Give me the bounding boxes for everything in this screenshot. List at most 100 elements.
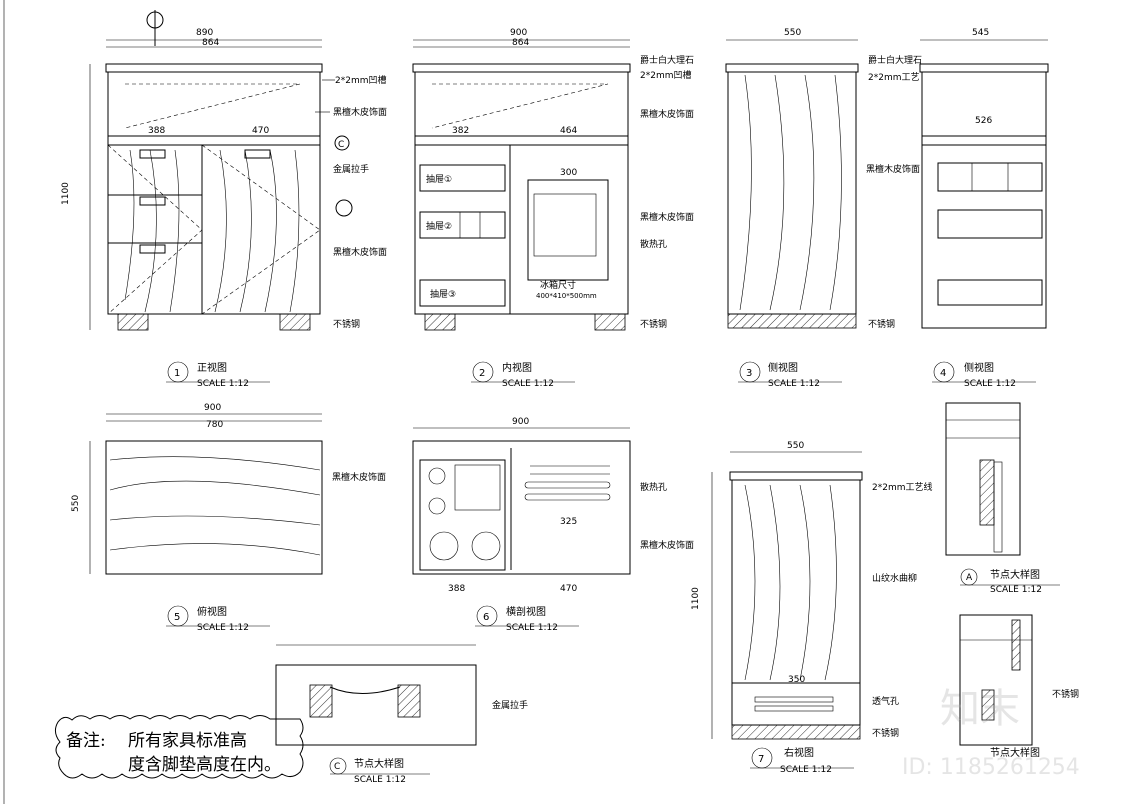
dim-545: 545 xyxy=(972,28,989,38)
detail-a-num: A xyxy=(966,573,973,583)
dim-780: 780 xyxy=(206,420,223,430)
detail-a-scale: SCALE 1:12 xyxy=(990,585,1042,595)
view-2-title: 内视图 xyxy=(502,361,532,374)
detail-b: 不锈钢 节点大样图 xyxy=(959,614,1079,759)
note-line-2: 度含脚垫高度在内。 xyxy=(128,755,281,775)
label-veneer-5: 黑檀木皮饰面 xyxy=(866,163,920,175)
view-6-scale: SCALE 1:12 xyxy=(506,623,558,633)
view-5-num: 5 xyxy=(174,612,180,623)
watermark-id: ID: 1185261254 xyxy=(902,755,1080,780)
detail-c: 金属拉手 C 节点大样图 SCALE 1:12 xyxy=(275,644,528,785)
view-3-title: 侧视图 xyxy=(768,361,798,374)
label-craft-line: 2*2mm工艺线 xyxy=(872,481,933,493)
view-side-4: 545 526 4 侧视图 SCALE 1:12 xyxy=(919,28,1049,389)
view-1-scale: SCALE 1:12 xyxy=(197,379,249,389)
label-air-hole: 透气孔 xyxy=(872,695,899,707)
drawer-1: 抽屉① xyxy=(426,173,452,185)
dim-550-top: 550 xyxy=(71,495,81,512)
note-box: 备注: 所有家具标准高 度含脚垫高度在内。 xyxy=(54,715,304,779)
view-7-title: 右视图 xyxy=(784,746,814,759)
label-veneer-2: 黑檀木皮饰面 xyxy=(333,246,387,258)
dim-464: 464 xyxy=(560,126,577,136)
detail-c-scale: SCALE 1:12 xyxy=(354,775,406,785)
view-interior: 900 864 抽屉① 抽屉② 抽屉③ 382 464 300 冰箱尺寸 400… xyxy=(412,28,694,389)
label-veneer-4: 黑檀木皮饰面 xyxy=(640,211,694,223)
label-veneer-3: 黑檀木皮饰面 xyxy=(640,108,694,120)
fridge-label: 冰箱尺寸 xyxy=(540,279,576,291)
label-craft-short: 2*2mm工艺 xyxy=(868,72,920,83)
label-stainless-5: 不锈钢 xyxy=(1052,688,1079,700)
dim-550-right: 550 xyxy=(787,441,804,451)
note-label: 备注: xyxy=(66,731,106,751)
dim-900-cs: 900 xyxy=(512,417,529,427)
detail-c-num: C xyxy=(334,762,340,772)
view-cross-section: 900 325 388 470 散热孔 黑檀木皮饰面 6 横剖视图 SCALE … xyxy=(412,417,694,633)
label-marble-1: 爵士白大理石 xyxy=(640,54,694,66)
view-6-num: 6 xyxy=(483,612,489,623)
label-stainless-1: 不锈钢 xyxy=(333,318,360,330)
label-veneer-1: 黑檀木皮饰面 xyxy=(333,106,387,118)
view-top: 900 780 550 黑檀木皮饰面 5 俯视图 SCALE 1:12 xyxy=(71,403,386,633)
drawer-2: 抽屉② xyxy=(426,220,452,232)
view-5-title: 俯视图 xyxy=(197,605,227,618)
dim-1100: 1100 xyxy=(61,182,71,205)
dim-fridge-300: 300 xyxy=(560,168,577,178)
dim-350: 350 xyxy=(788,675,805,685)
view-2-scale: SCALE 1:12 xyxy=(502,379,554,389)
label-stainless-4: 不锈钢 xyxy=(872,727,899,739)
dim-864b: 864 xyxy=(512,38,529,48)
dim-526: 526 xyxy=(975,116,992,126)
label-curve-wood: 山纹水曲柳 xyxy=(872,572,917,584)
label-vent-2: 散热孔 xyxy=(640,481,667,493)
dim-470: 470 xyxy=(252,126,269,136)
view-6-title: 横剖视图 xyxy=(506,605,546,618)
note-line-1: 所有家具标准高 xyxy=(128,731,247,751)
detail-a: A 节点大样图 SCALE 1:12 xyxy=(945,402,1060,595)
dim-1100-right: 1100 xyxy=(691,587,701,610)
detail-b-title: 节点大样图 xyxy=(990,746,1040,759)
fridge-size: 400*410*500mm xyxy=(536,292,597,300)
detail-c-title: 节点大样图 xyxy=(354,757,404,770)
label-handle: 金属拉手 xyxy=(333,163,369,175)
view-3-num: 3 xyxy=(746,368,752,379)
view-1-title: 正视图 xyxy=(197,361,227,374)
view-side-3: 550 爵士白大理石 2*2mm工艺 黑檀木皮饰面 不锈钢 3 侧视图 SCAL… xyxy=(725,28,922,389)
label-groove: 2*2mm凹槽 xyxy=(335,74,387,86)
watermark: 知末 ID: 1185261254 xyxy=(902,686,1080,780)
label-vent-1: 散热孔 xyxy=(640,238,667,250)
view-7-scale: SCALE 1:12 xyxy=(780,765,832,775)
label-marble-2: 爵士白大理石 xyxy=(868,54,922,66)
watermark-brand: 知末 xyxy=(940,686,1020,732)
view-4-title: 侧视图 xyxy=(964,361,994,374)
view-4-scale: SCALE 1:12 xyxy=(964,379,1016,389)
dim-890: 890 xyxy=(196,28,213,38)
dim-900: 900 xyxy=(510,28,527,38)
dim-382: 382 xyxy=(452,126,469,136)
dim-864: 864 xyxy=(202,38,219,48)
dim-900-top: 900 xyxy=(204,403,221,413)
view-front: 890 864 1100 388 470 2*2mm凹槽 黑檀木皮饰面 C 金属… xyxy=(61,10,387,389)
label-veneer-6: 黑檀木皮饰面 xyxy=(332,471,386,483)
view-2-num: 2 xyxy=(479,368,485,379)
dim-388: 388 xyxy=(148,126,165,136)
drawer-3: 抽屉③ xyxy=(430,288,456,300)
view-4-num: 4 xyxy=(940,368,946,379)
dim-325: 325 xyxy=(560,517,577,527)
view-1-num: 1 xyxy=(174,368,180,379)
section-marker-side xyxy=(335,199,353,217)
label-stainless-3: 不锈钢 xyxy=(868,318,895,330)
dim-388-cs: 388 xyxy=(448,584,465,594)
view-3-scale: SCALE 1:12 xyxy=(768,379,820,389)
callout-c-marker xyxy=(334,135,350,151)
label-veneer-7: 黑檀木皮饰面 xyxy=(640,539,694,551)
view-right: 550 1100 350 2*2mm工艺线 山纹水曲柳 透气孔 不锈钢 7 右视… xyxy=(691,441,933,775)
label-groove-2: 2*2mm凹槽 xyxy=(640,69,692,81)
view-5-scale: SCALE 1:12 xyxy=(197,623,249,633)
dim-550: 550 xyxy=(784,28,801,38)
label-stainless-2: 不锈钢 xyxy=(640,318,667,330)
dim-470-cs: 470 xyxy=(560,584,577,594)
view-7-num: 7 xyxy=(758,754,764,765)
callout-c-label: C xyxy=(338,140,344,150)
detail-a-title: 节点大样图 xyxy=(990,568,1040,581)
